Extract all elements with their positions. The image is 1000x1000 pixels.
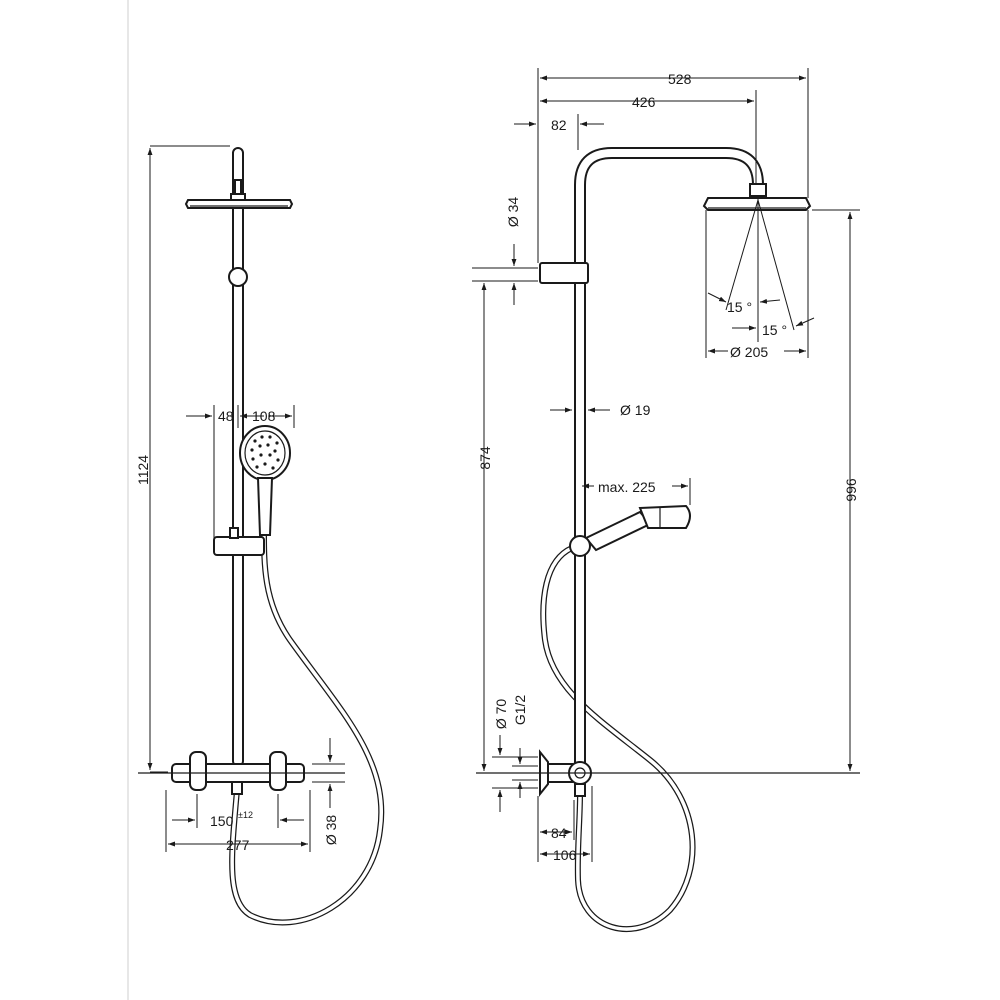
- side-wall-holder: [539, 262, 589, 284]
- side-wall-connection: [476, 749, 860, 797]
- dim-projection-arm: 426: [632, 94, 656, 110]
- dim-holder-diameter: Ø 34: [505, 197, 521, 228]
- side-hose: [540, 545, 696, 933]
- dim-bar-diameter: Ø 19: [620, 402, 651, 418]
- dim-spray-angle-1: 15 °: [727, 299, 752, 315]
- side-handshower-holder: [569, 535, 591, 557]
- dim-wall-offset: 82: [551, 117, 567, 133]
- front-headshower: [184, 199, 294, 209]
- dim-height-overall: 1124: [135, 455, 151, 485]
- dim-projection-total: 528: [668, 71, 692, 87]
- dim-spray-angle-2: 15 °: [762, 322, 787, 338]
- dim-mixer-centres-tolerance: ±12: [238, 810, 253, 820]
- dim-mixer-width: 277: [226, 837, 250, 853]
- dim-rosette-depth-1: 84: [551, 825, 567, 841]
- side-view: 15 ° 15 ° 528 426 82 Ø 34 874 Ø 19 m: [472, 68, 860, 933]
- front-view: 1124 48 108 150 ±12 277 Ø 38: [135, 145, 385, 926]
- dim-handshower-diameter: 108: [252, 408, 276, 424]
- dim-headshower-height: 996: [843, 478, 859, 502]
- side-shower-arm: [574, 147, 764, 770]
- dim-handshower-reach: max. 225: [598, 479, 656, 495]
- front-handshower-holder: [213, 536, 265, 556]
- dim-mixer-centres: 150: [210, 813, 234, 829]
- front-bar-joint: [228, 267, 248, 287]
- front-handshower: [239, 425, 291, 536]
- side-handshower: [584, 504, 691, 552]
- dim-headshower-diameter: Ø 205: [730, 344, 768, 360]
- dim-bar-offset: 48: [218, 408, 234, 424]
- dim-bar-height: 874: [477, 446, 493, 470]
- dim-thread: G1/2: [512, 695, 528, 726]
- front-thermostatic-mixer: [138, 751, 345, 795]
- dim-rosette-diameter: Ø 70: [493, 699, 509, 730]
- dim-mixer-diameter: Ø 38: [323, 815, 339, 846]
- dim-rosette-depth-2: 106: [553, 847, 577, 863]
